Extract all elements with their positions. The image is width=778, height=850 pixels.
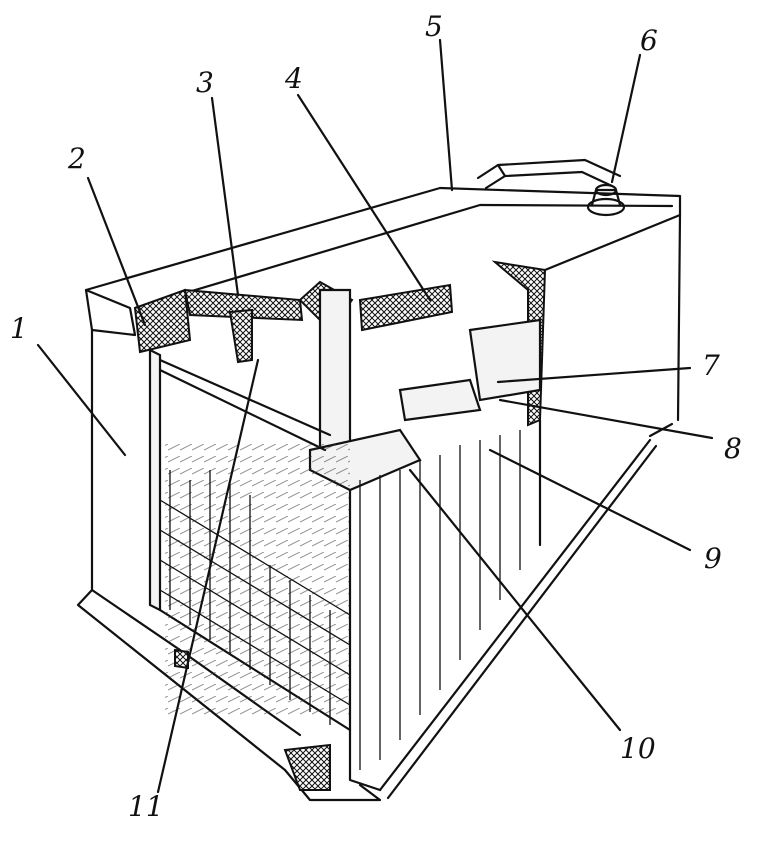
lid-section: [133, 260, 547, 427]
battery-case: [76, 186, 682, 802]
part-labels: 1 2 3 4 5 6 7 8 9 10 11: [10, 10, 742, 823]
label-9: 9: [704, 542, 722, 575]
label-8: 8: [724, 432, 742, 465]
label-6: 6: [640, 24, 658, 57]
case-bottom-section: [174, 648, 331, 791]
label-1: 1: [10, 312, 28, 345]
electrode-plates-right: [348, 418, 542, 792]
electrode-plates-left: [159, 440, 351, 725]
terminal-post: [586, 183, 626, 217]
leader-lines: [36, 38, 714, 794]
label-3: 3: [196, 66, 214, 99]
label-5: 5: [425, 10, 443, 43]
label-11: 11: [128, 790, 164, 823]
label-4: 4: [284, 62, 303, 95]
label-10: 10: [620, 732, 656, 765]
carry-handle: [476, 158, 622, 190]
label-2: 2: [67, 142, 86, 175]
label-7: 7: [702, 349, 720, 382]
